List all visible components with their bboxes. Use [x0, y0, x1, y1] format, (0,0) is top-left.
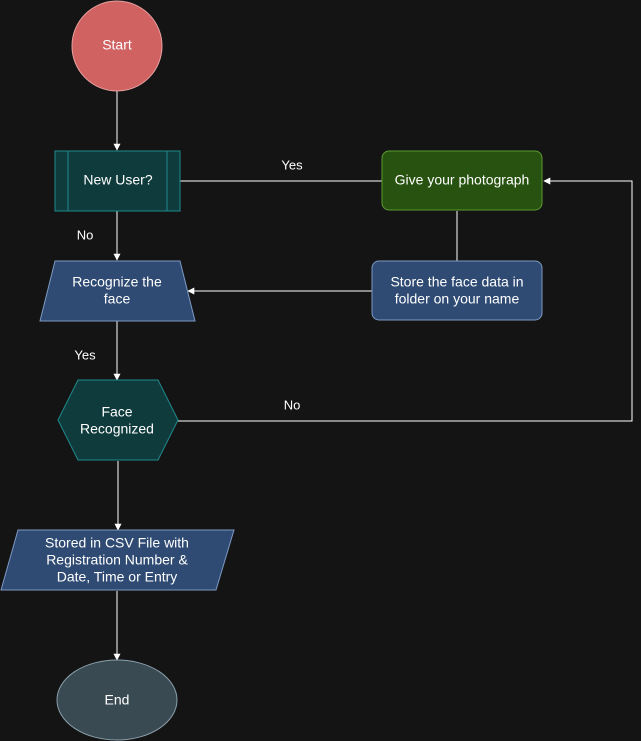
- give-photo-label: Give your photograph: [395, 172, 530, 188]
- new-user-shape: [54, 150, 181, 212]
- stored-csv-label-line-1: Stored in CSV File with: [45, 535, 189, 551]
- store-face-label-line-2: folder on your name: [395, 291, 520, 307]
- edge-label-yes-new-user: Yes: [281, 157, 303, 172]
- edge-label-no-new-user: No: [77, 227, 94, 242]
- give-photo-shape: [381, 150, 543, 211]
- end-label: End: [105, 692, 130, 708]
- edge-label-no-face-recognized: No: [284, 397, 301, 412]
- recognize-shape: [39, 260, 196, 322]
- stored-csv-label-line-3: Date, Time or Entry: [57, 569, 178, 585]
- face-recognized-label-line-2: Recognized: [80, 421, 154, 437]
- node-give-photograph[interactable]: Give your photograph: [381, 150, 543, 211]
- recognize-label-line-1: Recognize the: [72, 274, 162, 290]
- store-face-label-line-1: Store the face data in: [390, 274, 523, 290]
- end-shape: [56, 659, 178, 741]
- node-store-face-data[interactable]: Store the face data in folder on your na…: [371, 260, 543, 321]
- edge-face-recognized-to-give-photo: [177, 177, 633, 422]
- node-start[interactable]: Start: [71, 0, 163, 92]
- stored-csv-label-line-2: Registration Number &: [46, 552, 188, 568]
- store-face-shape: [371, 260, 543, 321]
- stored-csv-shape: [0, 529, 235, 591]
- node-recognize-face[interactable]: Recognize the face: [39, 260, 196, 322]
- face-recognized-label-line-1: Face: [101, 404, 132, 420]
- start-label: Start: [102, 37, 132, 53]
- node-stored-csv[interactable]: Stored in CSV File with Registration Num…: [0, 529, 235, 591]
- edge-label-yes-recognize: Yes: [74, 347, 96, 362]
- start-shape: [71, 0, 163, 92]
- node-face-recognized[interactable]: Face Recognized: [57, 379, 179, 461]
- new-user-label: New User?: [83, 172, 152, 188]
- recognize-label-line-2: face: [104, 291, 131, 307]
- node-new-user[interactable]: New User?: [54, 150, 181, 212]
- node-end[interactable]: End: [56, 659, 178, 741]
- face-recognized-shape: [57, 379, 179, 461]
